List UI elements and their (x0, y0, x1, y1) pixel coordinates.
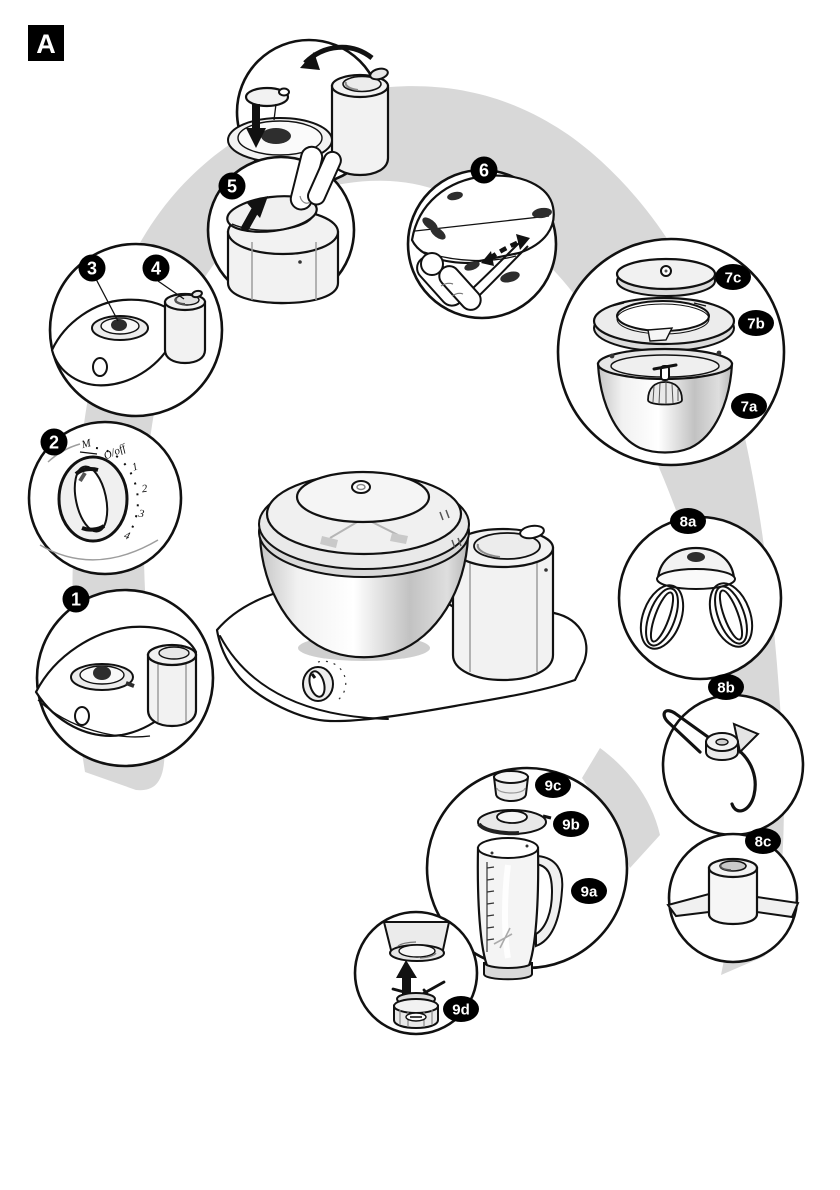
callout-5: 5 (206, 145, 356, 305)
badge-9a: 9a (571, 878, 607, 904)
measuring-cup-9c (492, 770, 530, 803)
svg-text:9a: 9a (581, 884, 598, 901)
callout-8a: 8a (617, 508, 783, 681)
whisk-illustration (639, 546, 754, 650)
leader-line-3 (95, 278, 119, 322)
base-platform-illustration (50, 298, 180, 387)
svg-text:9d: 9d (452, 1002, 470, 1019)
mixer-blender-tower (451, 524, 555, 682)
callout-3-4: 3 4 (48, 242, 224, 418)
badge-7c: 7c (715, 264, 751, 290)
badge-8c: 8c (745, 828, 781, 854)
jug-handle (534, 854, 564, 948)
badge-5: 5 (218, 172, 246, 200)
svg-text:1: 1 (131, 461, 140, 474)
dial-scale-ticks (95, 447, 139, 533)
callout-6: 6 (406, 156, 558, 320)
svg-text:5: 5 (227, 177, 237, 197)
svg-text:1: 1 (71, 590, 81, 610)
jug-scale (486, 862, 495, 952)
svg-text:7b: 7b (747, 316, 765, 333)
dough-hook-illustration (662, 709, 760, 813)
bowl-ring-7b (592, 296, 736, 352)
mixer-lid (265, 470, 463, 556)
insert-blade-arrow (396, 960, 417, 1000)
svg-text:3: 3 (87, 259, 97, 279)
pull-cord-arrow (481, 234, 530, 266)
rotate-lid-arrow (300, 44, 374, 70)
badge-8b: 8b (708, 674, 744, 700)
callout-1: 1 (34, 585, 215, 768)
whisk-right-beater (708, 582, 754, 648)
callout-7: 7c 7b 7a (556, 237, 786, 467)
svg-text:6: 6 (479, 161, 489, 181)
svg-text:3: 3 (137, 508, 146, 521)
badge-4: 4 (142, 254, 170, 282)
svg-text:4: 4 (122, 530, 131, 543)
mixer-base-front-edge (219, 635, 389, 720)
jug-bottom-illustration (382, 921, 451, 962)
bowl-lid-7c (615, 257, 717, 297)
svg-text:4: 4 (151, 259, 161, 279)
callout-2: M O/off 1 2 3 4 2 (27, 420, 183, 576)
svg-text:A: A (36, 29, 56, 59)
svg-text:9c: 9c (545, 778, 562, 795)
badge-3: 3 (78, 254, 106, 282)
svg-text:8c: 8c (755, 834, 772, 851)
badge-9b: 9b (553, 811, 589, 837)
badge-9d: 9d (443, 996, 479, 1022)
callout-9: 9c 9b 9a (425, 766, 629, 981)
svg-text:2: 2 (49, 433, 59, 453)
callout-8c: 8c (666, 828, 800, 964)
blade-assembly-illustration (391, 980, 446, 1030)
svg-text:2: 2 (141, 483, 149, 496)
callout-8b: 8b (661, 674, 805, 837)
callout-9d: 9d (353, 910, 479, 1036)
svg-text:7c: 7c (725, 270, 742, 287)
svg-text:8a: 8a (680, 514, 697, 531)
svg-text:9b: 9b (562, 817, 580, 834)
badge-7b: 7b (738, 310, 774, 336)
whisk-left-beater (639, 584, 685, 650)
tower-illustration (330, 67, 390, 177)
mixer-dial (302, 660, 347, 702)
hand-fingers (289, 145, 342, 211)
dial-m-tick (79, 451, 98, 455)
blender-jug-9a (476, 837, 564, 981)
svg-text:8b: 8b (717, 680, 735, 697)
dial-knob-illustration (57, 455, 129, 543)
insert-plug-arrow (246, 104, 266, 148)
swoosh-branch (582, 748, 660, 868)
badge-9c: 9c (535, 772, 571, 798)
blade-adapter-illustration (666, 857, 800, 926)
badge-1: 1 (62, 585, 90, 613)
svg-text:M: M (79, 437, 93, 451)
figure-label: A (28, 25, 64, 61)
hand-pulling-cord (416, 252, 482, 311)
tower-illustration-1 (146, 643, 198, 728)
svg-text:7a: 7a (741, 399, 758, 416)
figure-label-box (28, 25, 64, 61)
badge-6: 6 (470, 156, 498, 184)
panel-edge-line (39, 539, 159, 561)
bowl-7a (596, 347, 734, 454)
bowl-drive-hub (647, 363, 683, 406)
central-mixer-illustration (215, 470, 588, 723)
leader-line-4 (157, 280, 185, 300)
badge-8a: 8a (670, 508, 706, 534)
tower-socket-illustration (163, 289, 207, 365)
badge-2: 2 (40, 428, 68, 456)
lift-lid-arrow (240, 196, 268, 232)
jug-base-ring (483, 961, 533, 981)
badge-7a: 7a (731, 393, 767, 419)
blender-lid-9b (477, 809, 552, 836)
